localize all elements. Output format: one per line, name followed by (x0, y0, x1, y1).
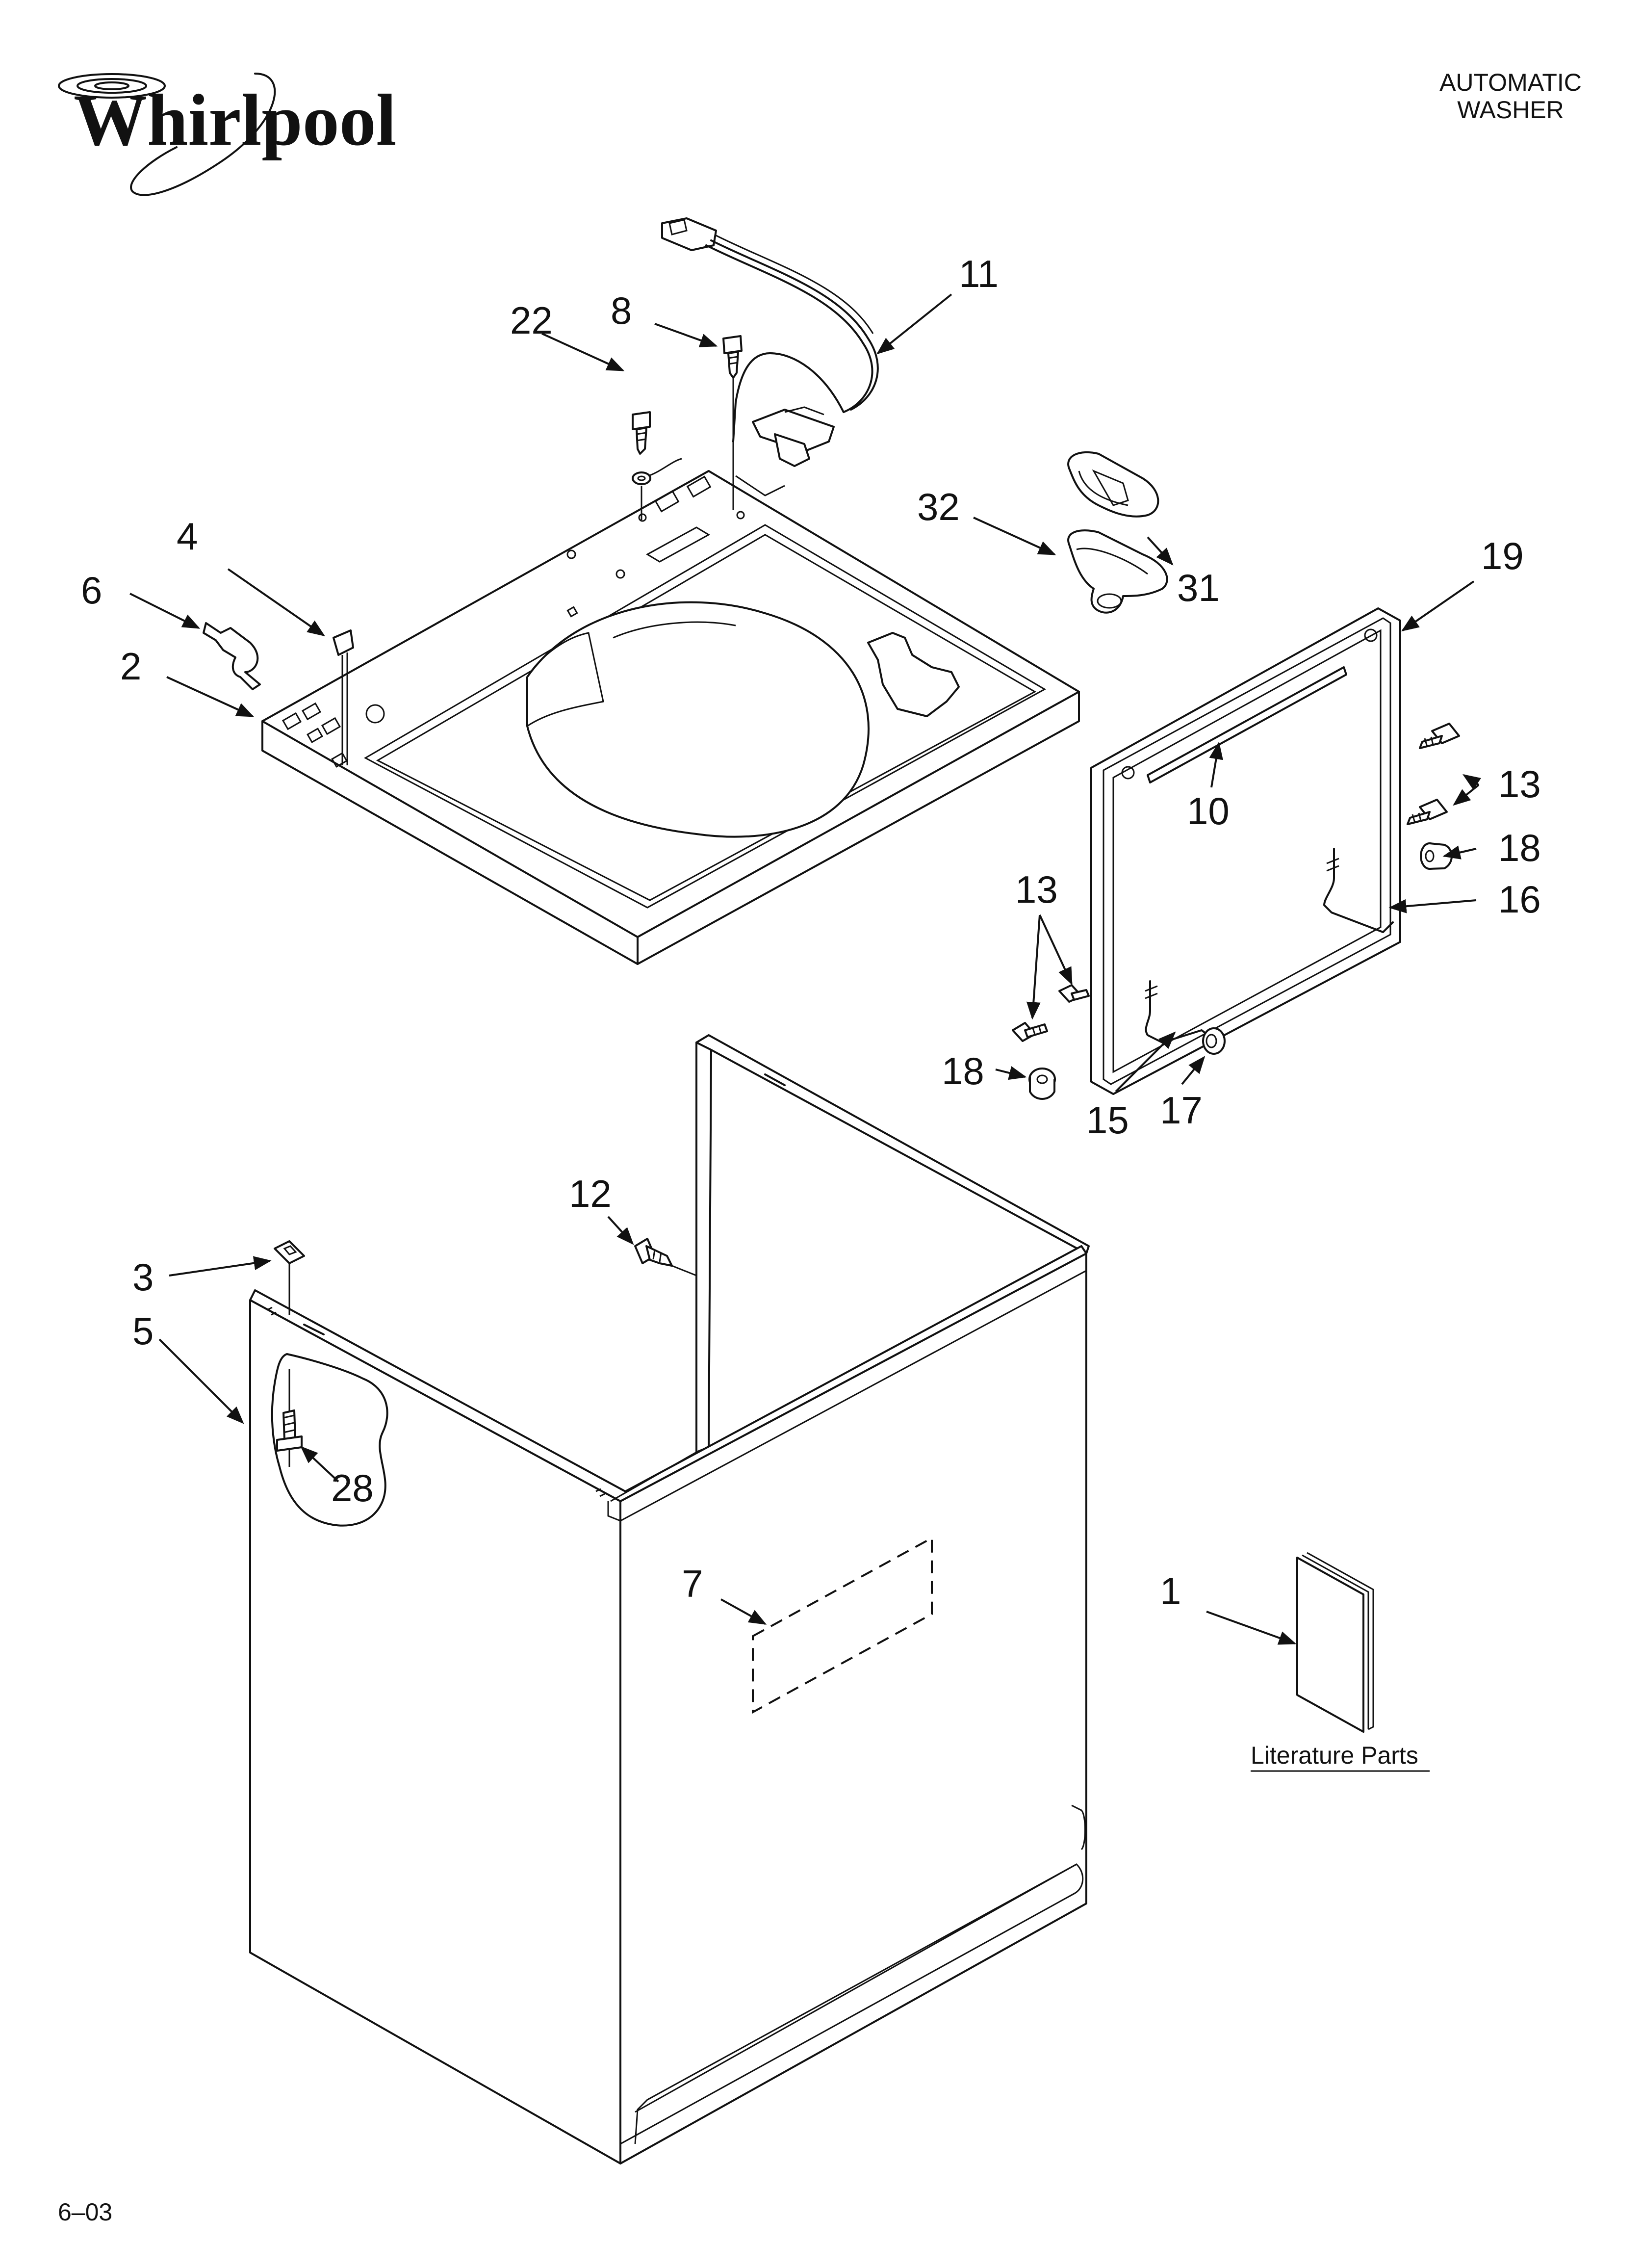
callout-16: 16 (1498, 878, 1541, 921)
callout-6: 6 (81, 569, 102, 612)
part-6-clip (203, 622, 261, 690)
callout-18-right: 18 (1498, 826, 1541, 869)
part-11-lid-switch-harness (661, 217, 879, 467)
part-13-screws-left (1012, 984, 1090, 1042)
callout-5: 5 (132, 1309, 154, 1353)
part-31-dispenser-cover (1067, 451, 1159, 518)
part-13-screws-right (1407, 723, 1460, 825)
callout-11: 11 (959, 252, 999, 295)
callout-8: 8 (611, 289, 632, 332)
callout-1: 1 (1160, 1569, 1181, 1613)
callout-7: 7 (682, 1562, 703, 1605)
callout-31: 31 (1177, 566, 1220, 609)
part-1-literature (1296, 1552, 1374, 1733)
title-line-1: AUTOMATIC (1439, 69, 1582, 96)
brand-name: Whirlpool (74, 79, 396, 161)
top-panel (261, 470, 1080, 965)
callout-18-left: 18 (942, 1049, 984, 1093)
callout-15: 15 (1086, 1098, 1129, 1142)
part-15-hinge-rod (1145, 980, 1212, 1043)
leader-arrows (129, 293, 1481, 1645)
part-4-bracket (333, 629, 354, 765)
callout-17: 17 (1160, 1089, 1203, 1132)
callout-3: 3 (132, 1255, 154, 1299)
callout-13-right: 13 (1498, 762, 1541, 806)
cabinet-cutaway (271, 1353, 388, 1527)
callout-2: 2 (120, 645, 141, 688)
part-16-hinge-rod (1323, 848, 1394, 933)
callout-12: 12 (569, 1172, 612, 1215)
callout-28: 28 (331, 1466, 374, 1510)
callout-13-left: 13 (1015, 868, 1058, 911)
footer-code: 6–03 (58, 2198, 113, 2226)
callout-22: 22 (510, 299, 553, 342)
part-10-lid-strip (1147, 666, 1347, 783)
document-title: AUTOMATIC WASHER (1388, 69, 1633, 124)
callout-labels: 22 8 11 32 31 19 4 6 2 10 13 18 16 13 18… (81, 252, 1541, 1613)
whirlpool-logo: Whirlpool (58, 73, 396, 196)
callout-4: 4 (177, 515, 198, 558)
part-17-hinge-cap (1202, 1027, 1226, 1055)
part-32-dispenser-cup (1067, 529, 1168, 614)
callout-32: 32 (917, 485, 960, 528)
part-12-screw (634, 1238, 697, 1277)
part-5-cabinet (249, 1034, 1090, 2164)
part-3-clip (274, 1240, 305, 1315)
literature-parts-label: Literature Parts (1251, 1742, 1418, 1769)
part-28-screw (276, 1409, 303, 1452)
part-19-lid (1090, 607, 1401, 1095)
literature-parts-caption: Literature Parts (1251, 1742, 1430, 1772)
callout-10: 10 (1187, 789, 1230, 833)
part-22-screw (632, 411, 682, 520)
part-18-bushing-left (1028, 1068, 1056, 1100)
part-7-label-area (752, 1536, 933, 1714)
callout-19: 19 (1481, 534, 1524, 577)
whirlpool-swirl-icon (58, 73, 276, 196)
title-line-2: WASHER (1457, 96, 1564, 124)
part-8-screw (722, 335, 743, 510)
